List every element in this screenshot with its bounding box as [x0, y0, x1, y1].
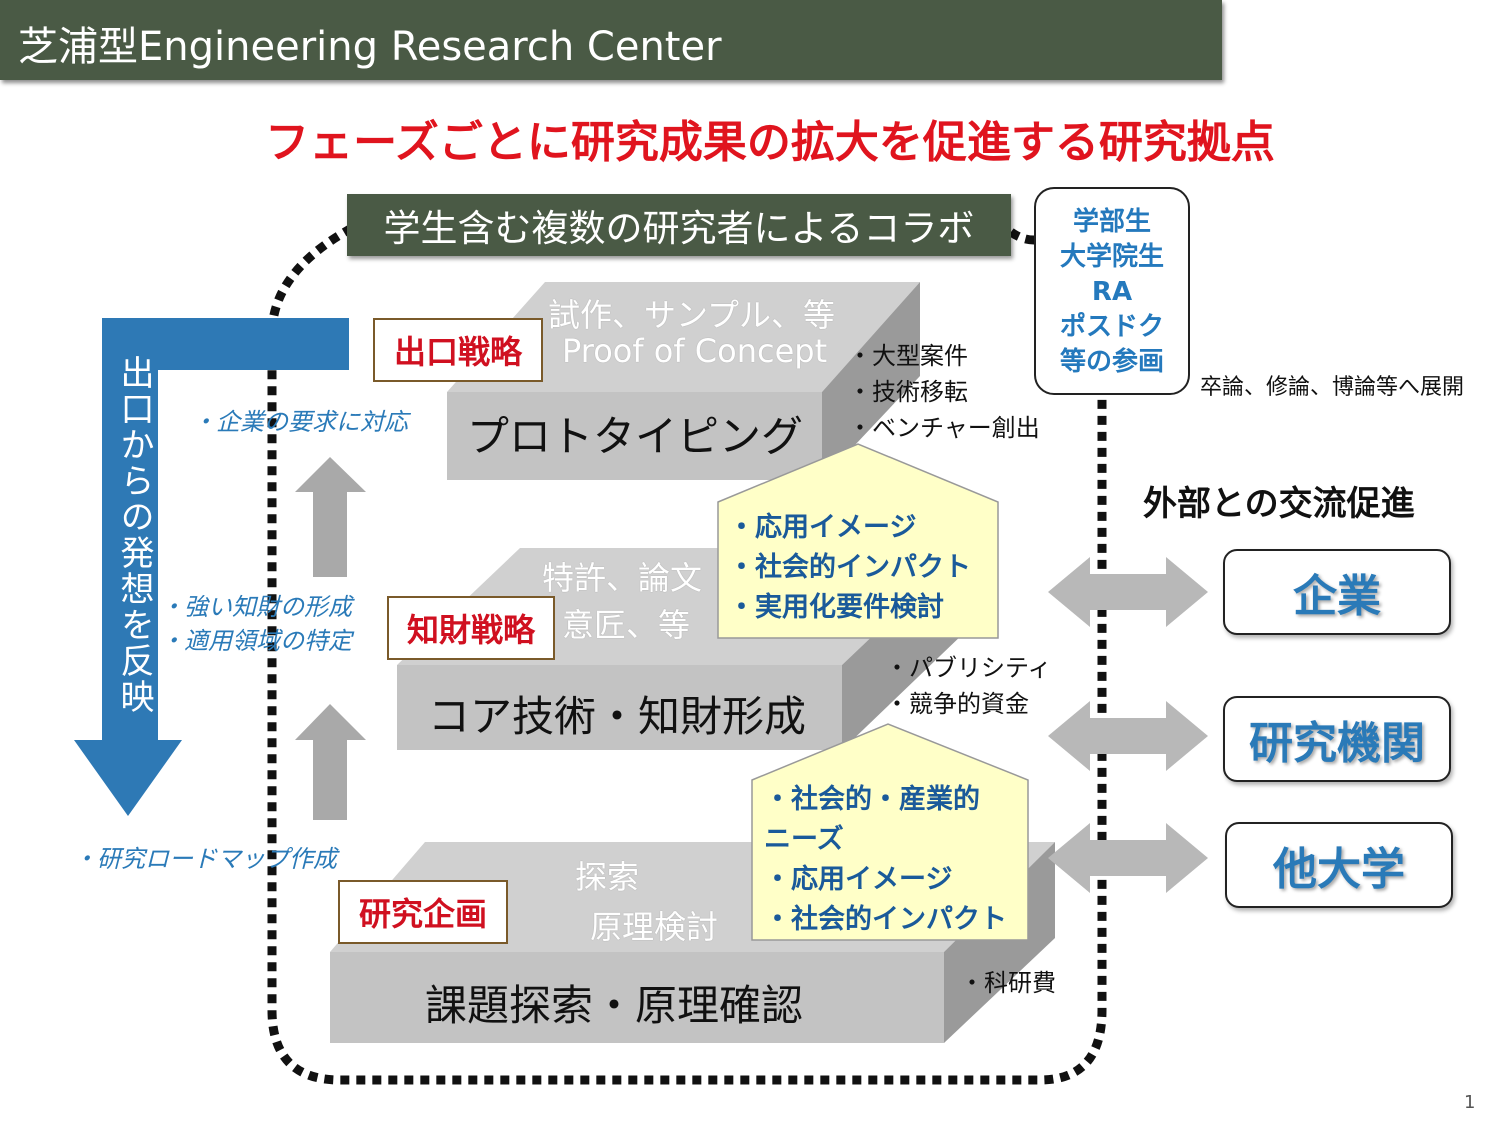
- up-arrow-top: [295, 457, 366, 577]
- thesis-note: 卒論、修論、博論等へ展開: [1200, 375, 1465, 400]
- callout-lower-shape: [751, 723, 1029, 941]
- callout-lower-line-1: ・社会的・産業的: [764, 784, 980, 815]
- stage-explore-label: 課題探索・原理確認: [425, 981, 804, 1030]
- outcome-tech-transfer: ・技術移転: [848, 378, 968, 406]
- title-bar: 芝浦型Engineering Research Center: [0, 0, 1222, 80]
- outcome-kakenhi: ・科研費: [960, 969, 1056, 997]
- participant-undergrad: 学部生: [1072, 207, 1151, 237]
- stage-block-prototyping: [447, 282, 920, 480]
- stage-prototyping-top-line-1: 試作、サンプル、等: [548, 296, 836, 334]
- participant-etc: 等の参画: [1059, 347, 1164, 377]
- participant-ra: RA: [1091, 277, 1133, 307]
- callout-lower: ・社会的・産業的 ニーズ ・応用イメージ ・社会的インパクト: [764, 780, 1007, 940]
- callout-upper: ・応用イメージ ・社会的インパクト ・実用化要件検討: [728, 508, 971, 628]
- left-blue-arrow: [74, 318, 349, 816]
- strategy-exit: 出口戦略: [373, 318, 543, 382]
- strategy-planning: 研究企画: [338, 880, 508, 944]
- collaboration-banner: 学生含む複数の研究者によるコラボ: [347, 194, 1011, 256]
- left-arrow-label: 出口からの発想を反映: [114, 355, 154, 715]
- strategy-ip: 知財戦略: [387, 596, 555, 660]
- stage-core-outcomes: ・パブリシティ ・競争的資金: [885, 650, 1052, 722]
- outcome-competitive-funding: ・競争的資金: [885, 690, 1029, 718]
- outcome-large-project: ・大型案件: [848, 342, 968, 370]
- stage-explore-top-line-2: 原理検討: [590, 908, 719, 946]
- collaboration-loop-top: [1008, 228, 1035, 245]
- stage-explore-top-line-1: 探索: [575, 858, 640, 896]
- stage-prototyping-outcomes: ・大型案件 ・技術移転 ・ベンチャー創出: [848, 338, 1040, 446]
- outcome-venture: ・ベンチャー創出: [848, 414, 1040, 442]
- stage-core-top-line-1: 特許、論文: [542, 559, 703, 597]
- stage-core-label: コア技術・知財形成: [428, 692, 807, 741]
- partner-other-universities: 他大学: [1225, 822, 1453, 908]
- callout-lower-line-2: ニーズ: [764, 824, 844, 855]
- side-note-roadmap: ・研究ロードマップ作成: [73, 845, 337, 873]
- participant-grad: 大学院生: [1059, 242, 1164, 272]
- side-note-application-area: ・適用領域の特定: [160, 627, 352, 655]
- outcome-publicity: ・パブリシティ: [885, 654, 1052, 682]
- side-note-strong-ip: ・強い知財の形成: [160, 593, 352, 621]
- side-note-company-needs: ・企業の要求に対応: [192, 408, 408, 436]
- collaboration-loop: [267, 224, 1107, 1085]
- stage-prototyping-label: プロトタイピング: [467, 412, 804, 461]
- callout-upper-shape: [717, 443, 999, 639]
- callout-upper-line-3: ・実用化要件検討: [728, 592, 944, 623]
- participant-postdoc: ポスドク: [1059, 312, 1164, 342]
- exchange-title: 外部との交流促進: [1143, 484, 1415, 524]
- stage-prototyping-top-line-2: Proof of Concept: [562, 332, 828, 370]
- callout-lower-line-4: ・社会的インパクト: [764, 904, 1007, 935]
- page-title: 芝浦型Engineering Research Center: [18, 24, 722, 70]
- callout-upper-line-1: ・応用イメージ: [728, 512, 917, 543]
- page-number: 1: [1464, 1092, 1476, 1113]
- callout-upper-line-2: ・社会的インパクト: [728, 552, 971, 583]
- partner-companies: 企業: [1223, 549, 1451, 635]
- partner-research-institutes: 研究機関: [1223, 696, 1451, 782]
- side-note-ip: ・強い知財の形成 ・適用領域の特定: [160, 590, 352, 658]
- participants-box: 学部生 大学院生 RA ポスドク 等の参画: [1034, 187, 1190, 395]
- callout-lower-line-3: ・応用イメージ: [764, 864, 953, 895]
- headline: フェーズごとに研究成果の拡大を促進する研究拠点: [265, 117, 1275, 168]
- exchange-arrows: [1048, 557, 1208, 893]
- up-arrow-bottom: [295, 704, 366, 820]
- stage-core-top-line-2: 意匠、等: [562, 606, 691, 644]
